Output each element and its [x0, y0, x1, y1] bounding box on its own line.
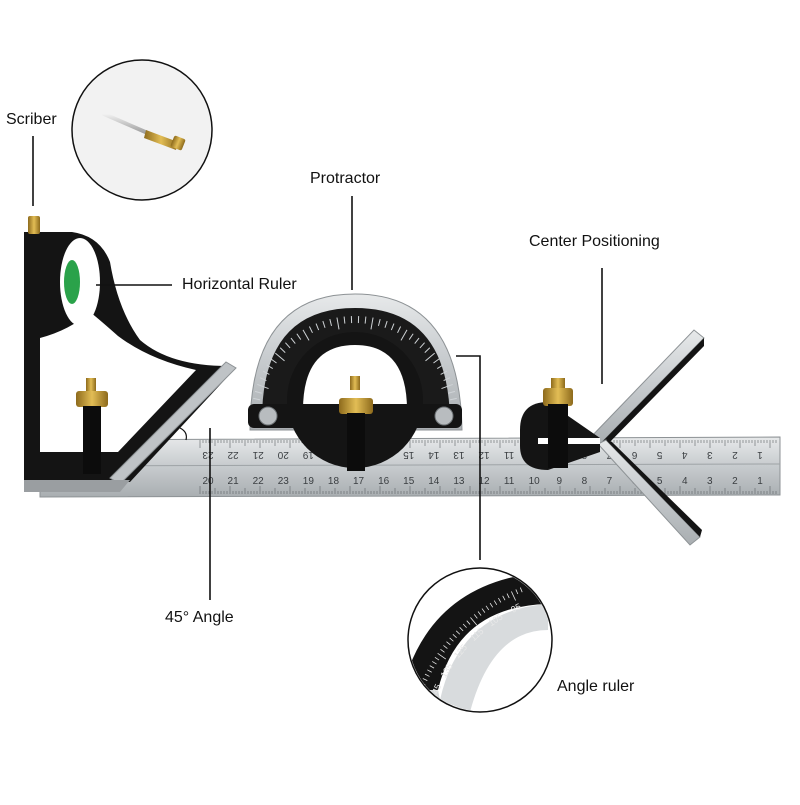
- ruler-number: 13: [453, 449, 465, 460]
- ruler-number: 10: [529, 476, 541, 487]
- ruler-number: 15: [403, 449, 415, 460]
- ruler-number: 19: [303, 476, 315, 487]
- label-angle-ruler: Angle ruler: [557, 679, 634, 695]
- ruler-number: 18: [328, 476, 340, 487]
- label-scriber: Scriber: [6, 112, 57, 128]
- label-45-angle: 45° Angle: [165, 610, 234, 626]
- ruler-number: 11: [504, 476, 515, 487]
- ruler-number: 2: [732, 449, 738, 460]
- label-center-positioning: Center Positioning: [529, 234, 660, 250]
- spirit-level-icon: [64, 260, 80, 304]
- ruler-number: 4: [682, 449, 688, 460]
- ruler-number: 1: [757, 449, 763, 460]
- ruler-number: 13: [453, 476, 465, 487]
- ruler-number: 2: [732, 476, 738, 487]
- ruler-number: 5: [656, 449, 662, 460]
- ruler-number: 22: [253, 476, 265, 487]
- label-protractor: Protractor: [310, 171, 380, 187]
- label-horizontal-ruler: Horizontal Ruler: [182, 277, 297, 293]
- ruler-number: 16: [378, 476, 390, 487]
- ruler-number: 23: [278, 476, 290, 487]
- ruler-number: 21: [228, 476, 240, 487]
- ruler-number: 21: [252, 449, 264, 460]
- ruler-number: 4: [682, 476, 688, 487]
- ruler-number: 1: [757, 476, 763, 487]
- ruler-number: 6: [631, 449, 637, 460]
- scriber-inset: [72, 60, 212, 200]
- ruler-number: 22: [227, 449, 239, 460]
- ruler-number: 17: [353, 476, 365, 487]
- ruler-number: 3: [707, 476, 713, 487]
- ruler-number: 14: [428, 476, 440, 487]
- ruler-number: 8: [582, 476, 588, 487]
- ruler-number: 7: [607, 476, 613, 487]
- ruler-number: 20: [202, 476, 214, 487]
- ruler-number: 9: [556, 476, 562, 487]
- ruler-number: 11: [503, 449, 514, 460]
- angle-ruler-number: 155: [421, 705, 435, 722]
- ruler-number: 3: [707, 449, 713, 460]
- ruler-number: 15: [403, 476, 415, 487]
- ruler-number: 20: [277, 449, 289, 460]
- ruler-number: 23: [202, 449, 214, 460]
- ruler-number: 14: [428, 449, 440, 460]
- scriber-stub: [28, 216, 40, 234]
- ruler-number: 5: [657, 476, 663, 487]
